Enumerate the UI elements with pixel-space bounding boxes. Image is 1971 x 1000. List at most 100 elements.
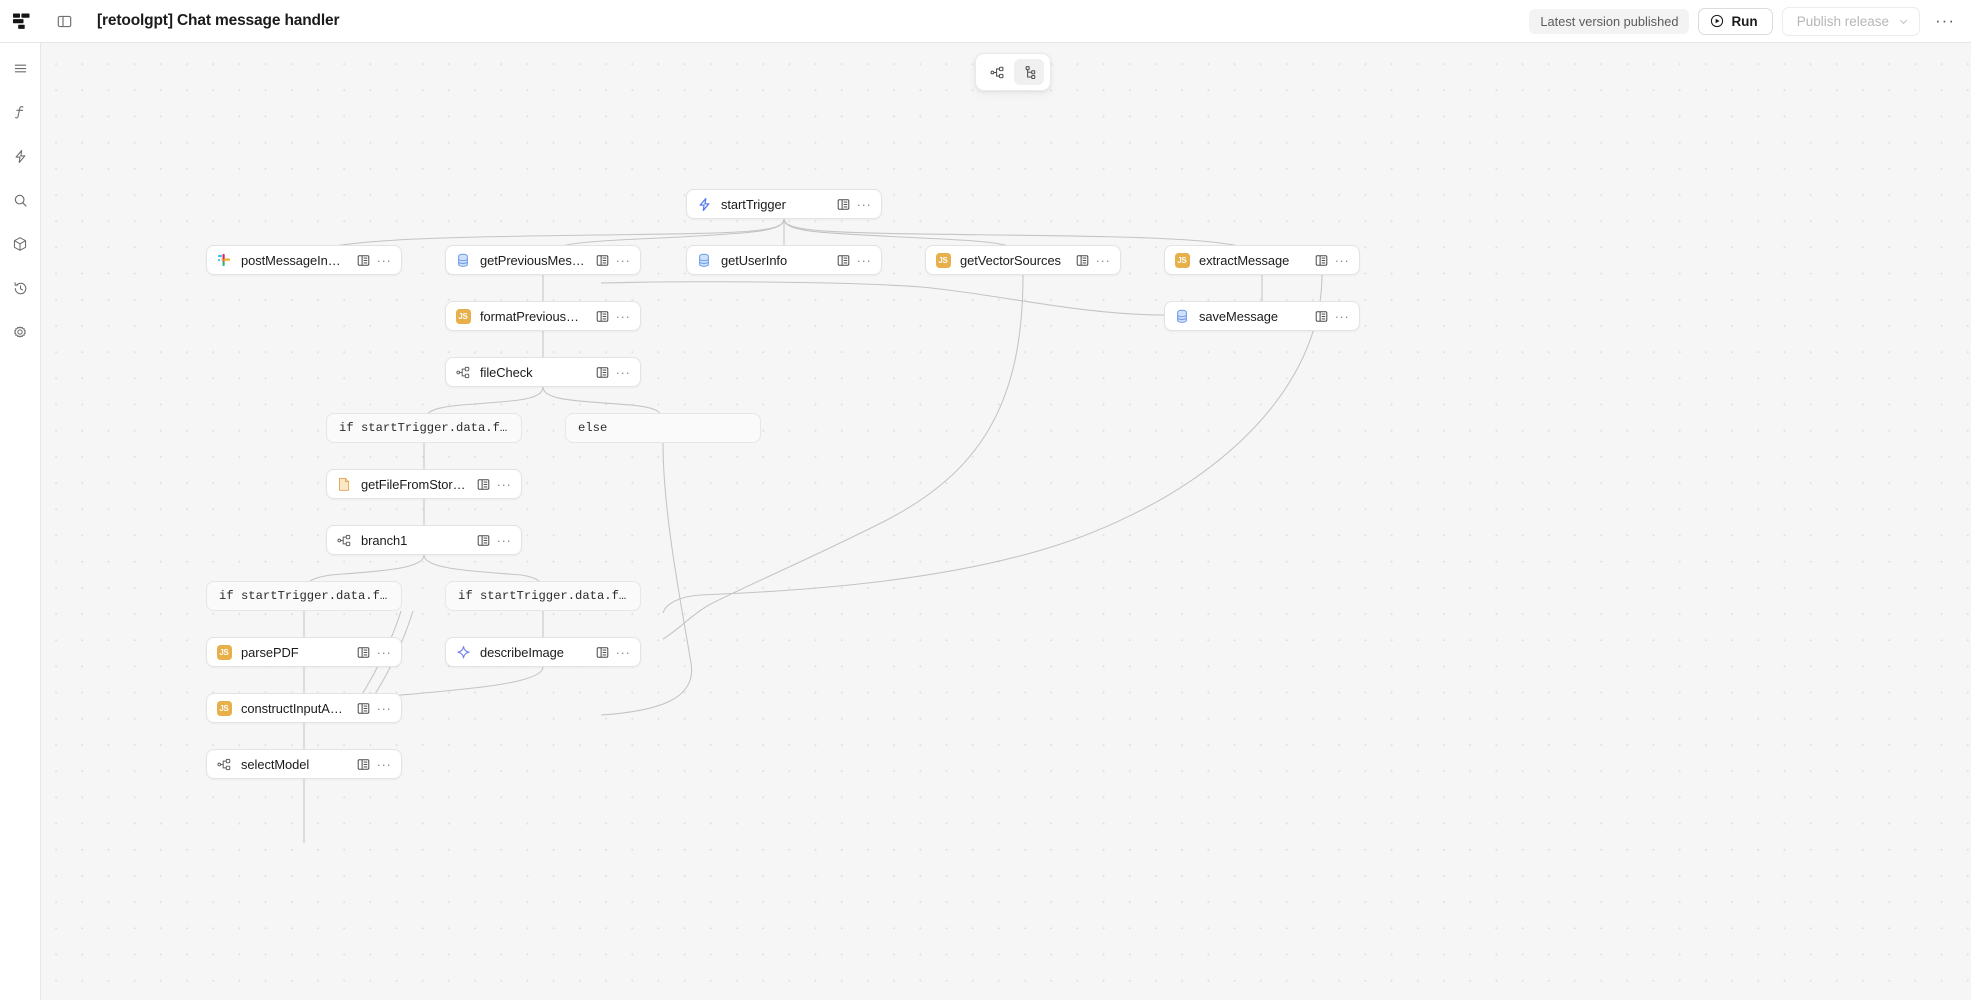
more-options-icon[interactable]: ··· <box>615 308 631 324</box>
slack-icon <box>216 252 232 268</box>
node-label: selectModel <box>241 756 310 772</box>
more-options-icon[interactable]: ··· <box>376 644 392 660</box>
workflow-node-startTrigger[interactable]: startTrigger ··· <box>686 189 882 219</box>
condition-node-cond-else[interactable]: else <box>565 413 761 443</box>
more-options-icon[interactable]: ··· <box>376 756 392 772</box>
node-label: getVectorSources <box>960 252 1061 268</box>
more-options-icon[interactable]: ··· <box>856 252 872 268</box>
layout-horizontal-button[interactable] <box>982 59 1012 85</box>
open-panel-icon[interactable] <box>1073 251 1091 269</box>
workflow-canvas[interactable]: startTrigger···postMessageInSlack···getP… <box>41 43 1971 1000</box>
condition-node-cond-if-file-t-a[interactable]: if startTrigger.data.file.t… <box>206 581 402 611</box>
more-options-icon[interactable]: ··· <box>1334 252 1350 268</box>
node-label: parsePDF <box>241 644 299 660</box>
more-options-icon[interactable]: ··· <box>615 644 631 660</box>
open-panel-icon[interactable] <box>593 307 611 325</box>
open-panel-icon[interactable] <box>354 251 372 269</box>
sidebar-item-functions[interactable] <box>5 97 35 127</box>
publish-release-label: Publish release <box>1796 13 1889 29</box>
condition-label: if startTrigger.data.file.t… <box>458 589 628 603</box>
workflow-node-saveMessage[interactable]: saveMessage··· <box>1164 301 1360 331</box>
workflow-node-fileCheck[interactable]: fileCheck ··· <box>445 357 641 387</box>
layout-vertical-button[interactable] <box>1014 59 1044 85</box>
sidebar-item-outline[interactable] <box>5 53 35 83</box>
open-panel-icon[interactable] <box>593 363 611 381</box>
open-panel-icon[interactable] <box>474 531 492 549</box>
workflow-node-getPreviousMessages[interactable]: getPreviousMessages ··· <box>445 245 641 275</box>
history-clock-icon <box>13 281 28 296</box>
sidebar-item-resources[interactable] <box>5 229 35 259</box>
page-title: [retoolgpt] Chat message handler <box>97 12 340 29</box>
database-icon <box>1174 308 1190 324</box>
search-icon <box>13 193 28 208</box>
left-rail <box>0 43 41 1000</box>
more-options-icon[interactable]: ··· <box>496 532 512 548</box>
workflow-node-postMessageInSlack[interactable]: postMessageInSlack ··· <box>206 245 402 275</box>
condition-label: if startTrigger.data.file <box>339 421 509 435</box>
more-options-icon[interactable]: ··· <box>1334 308 1350 324</box>
lightning-bolt-icon <box>13 149 28 164</box>
node-label: formatPreviousMessa… <box>480 308 587 324</box>
node-label: getPreviousMessages <box>480 252 587 268</box>
more-options-icon[interactable]: ··· <box>1935 11 1955 30</box>
workflow-node-parsePDF[interactable]: JS parsePDF ··· <box>206 637 402 667</box>
open-panel-icon[interactable] <box>1312 307 1330 325</box>
open-panel-icon[interactable] <box>834 251 852 269</box>
workflow-node-constructInputAndSystem[interactable]: JSconstructInputAndSys…··· <box>206 693 402 723</box>
more-options-icon[interactable]: ··· <box>1095 252 1111 268</box>
open-panel-icon[interactable] <box>354 643 372 661</box>
more-options-icon[interactable]: ··· <box>376 252 392 268</box>
open-panel-icon[interactable] <box>474 475 492 493</box>
cube-box-icon <box>12 236 28 252</box>
branch-icon <box>455 364 471 380</box>
node-label: getFileFromStorage <box>361 476 468 492</box>
more-options-icon[interactable]: ··· <box>496 476 512 492</box>
workflow-node-selectModel[interactable]: selectModel ··· <box>206 749 402 779</box>
open-panel-icon[interactable] <box>354 755 372 773</box>
run-button-label: Run <box>1731 13 1758 29</box>
node-label: fileCheck <box>480 364 533 380</box>
js-icon: JS <box>455 308 471 324</box>
open-panel-icon[interactable] <box>1312 251 1330 269</box>
more-options-icon[interactable]: ··· <box>615 252 631 268</box>
sidebar-item-triggers[interactable] <box>5 141 35 171</box>
open-panel-icon[interactable] <box>593 643 611 661</box>
top-bar: [retoolgpt] Chat message handler Latest … <box>0 0 1971 43</box>
condition-node-cond-if-file[interactable]: if startTrigger.data.file <box>326 413 522 443</box>
sparkle-ai-icon <box>455 644 471 660</box>
workflow-node-getUserInfo[interactable]: getUserInfo··· <box>686 245 882 275</box>
sidebar-item-history[interactable] <box>5 273 35 303</box>
status-badge: Latest version published <box>1529 8 1690 34</box>
condition-label: else <box>578 421 608 435</box>
condition-node-cond-if-file-t-b[interactable]: if startTrigger.data.file.t… <box>445 581 641 611</box>
file-orange-icon <box>336 476 352 492</box>
open-panel-icon[interactable] <box>593 251 611 269</box>
workflow-node-branch1[interactable]: branch1 ··· <box>326 525 522 555</box>
topbar-actions: Latest version published Run Publish rel… <box>1529 6 1971 36</box>
workflow-node-getFileFromStorage[interactable]: getFileFromStorage ··· <box>326 469 522 499</box>
layout-toolbar <box>975 53 1051 91</box>
open-panel-icon[interactable] <box>354 699 372 717</box>
open-panel-icon[interactable] <box>834 195 852 213</box>
workflow-node-formatPreviousMessages[interactable]: JS formatPreviousMessa… ··· <box>445 301 641 331</box>
node-label: branch1 <box>361 532 408 548</box>
run-button[interactable]: Run <box>1698 7 1773 35</box>
sidebar-item-search[interactable] <box>5 185 35 215</box>
more-options-icon[interactable]: ··· <box>856 196 872 212</box>
workflow-node-describeImage[interactable]: describeImage ··· <box>445 637 641 667</box>
more-options-icon[interactable]: ··· <box>615 364 631 380</box>
node-label: startTrigger <box>721 196 786 212</box>
panel-toggle-icon[interactable] <box>50 7 78 35</box>
publish-release-button[interactable]: Publish release <box>1781 6 1920 36</box>
js-icon: JS <box>216 644 232 660</box>
lightning-bolt-blue-icon <box>696 196 712 212</box>
node-label: postMessageInSlack <box>241 252 348 268</box>
sidebar-item-settings[interactable] <box>5 317 35 347</box>
retool-logo-icon[interactable] <box>0 0 42 43</box>
node-label: extractMessage <box>1199 252 1290 268</box>
node-label: describeImage <box>480 644 564 660</box>
branch-icon <box>336 532 352 548</box>
more-options-icon[interactable]: ··· <box>376 700 392 716</box>
